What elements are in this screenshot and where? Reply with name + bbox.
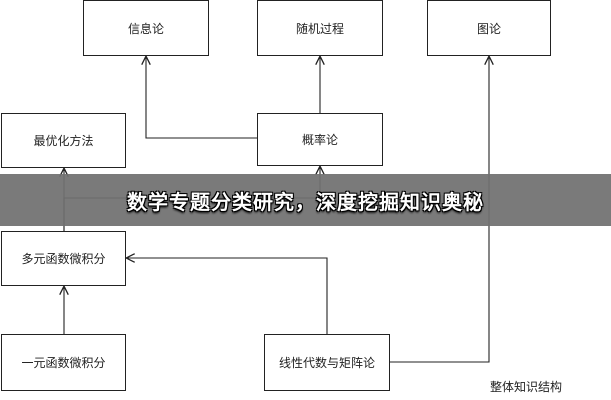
node-label: 概率论 (301, 133, 338, 147)
title-banner: 数学专题分类研究，深度挖掘知识奥秘 (0, 174, 611, 226)
node-label: 一元函数微积分 (21, 356, 106, 370)
diagram-caption: 整体知识结构 (490, 380, 563, 394)
node-probability-theory: 概率论 (257, 113, 383, 166)
node-optimization-methods: 最优化方法 (1, 113, 126, 168)
node-single-variable-calculus: 一元函数微积分 (1, 334, 126, 391)
node-info-theory: 信息论 (83, 0, 209, 56)
node-label: 最优化方法 (33, 134, 94, 148)
edge-linalg-to-graph (390, 57, 489, 363)
node-label: 图论 (476, 21, 501, 36)
node-label: 线性代数与矩阵论 (278, 356, 375, 370)
node-label: 信息论 (127, 21, 164, 36)
node-label: 随机过程 (295, 21, 344, 36)
edge-probability-to-info (146, 57, 257, 139)
edge-linalg-to-multi (127, 258, 328, 334)
node-stochastic-process: 随机过程 (257, 0, 383, 56)
node-label: 多元函数微积分 (21, 252, 106, 266)
banner-title: 数学专题分类研究，深度挖掘知识奥秘 (127, 189, 484, 214)
node-graph-theory: 图论 (427, 0, 551, 56)
node-multivariable-calculus: 多元函数微积分 (1, 231, 126, 286)
node-linear-algebra-matrix: 线性代数与矩阵论 (264, 334, 390, 391)
